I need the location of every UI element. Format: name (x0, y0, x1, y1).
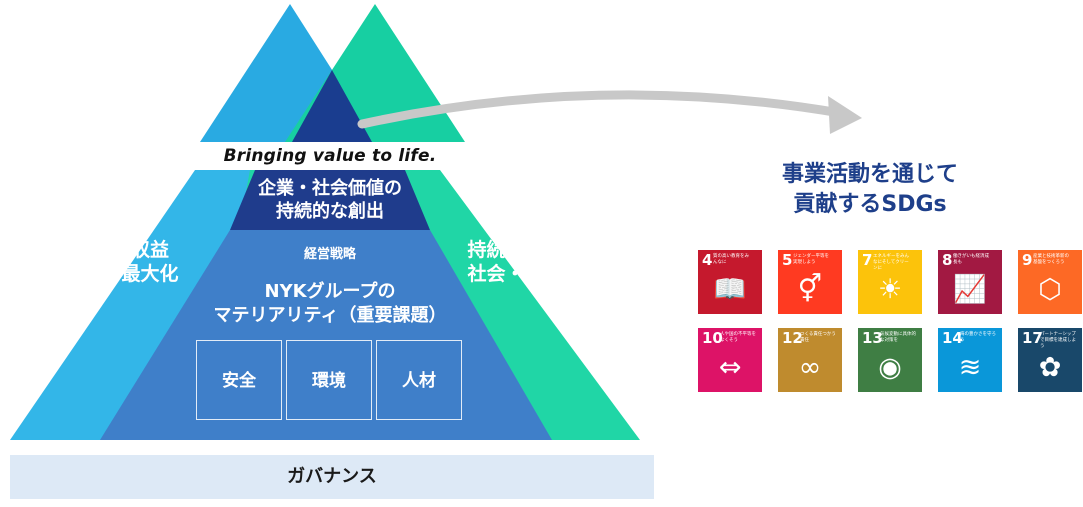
governance-label: ガバナンス (287, 466, 377, 487)
value-creation-line-2: 持続的な創出 (276, 201, 384, 222)
rings-icon: ✿ (1038, 352, 1062, 383)
infinity-icon: ∞ (798, 352, 822, 383)
book-pencil-icon: 📖 (713, 274, 747, 305)
revenue-label-line-2: 最大化 (121, 263, 179, 285)
sdg-title-line-1: 事業活動を通じて (781, 162, 958, 187)
center-block-dark (230, 170, 430, 230)
sdg-goal-label: 海の豊かさを守ろう (960, 332, 996, 343)
sdg-goal-label: パートナーシップで目標を達成しよう (1040, 332, 1076, 349)
equality-arrows-icon: ⇔ (718, 352, 742, 383)
sdg-goal-label: 産業と技術革新の基盤をつくろう (1033, 254, 1069, 265)
sdg-goal-number: 7 (862, 251, 873, 269)
sdg-goal-number: 9 (1022, 251, 1033, 269)
sdg-goal-label: 人や国の不平等をなくそう (720, 332, 756, 343)
sdg-goal-label: ジェンダー平等を実現しよう (793, 254, 829, 265)
fish-waves-icon: ≋ (958, 352, 982, 383)
sun-icon: ☀ (877, 274, 903, 305)
strategy-label: 経営戦略 (303, 247, 356, 262)
governance-bar (10, 455, 654, 499)
sdg-goal-number: 10 (702, 329, 723, 347)
sdg-goal-number: 17 (1022, 329, 1043, 347)
revenue-label-line-1: 収益 (130, 239, 169, 261)
materiality-line-2: マテリアリティ（重要課題） (213, 305, 447, 326)
sdg-goal-label: 働きがいも経済成長も (953, 254, 989, 265)
value-creation-line-1: 企業・社会価値の (258, 178, 402, 199)
arrow-head (828, 96, 862, 134)
arrow-to-sdgs (357, 90, 845, 129)
sdg-goal-number: 5 (782, 251, 793, 269)
sdg-goal-number: 12 (782, 329, 803, 347)
growth-chart-icon: 📈 (953, 274, 987, 305)
sdg-title-line-2: 貢献するSDGs (793, 192, 947, 217)
sdg-goal-number: 4 (702, 251, 713, 269)
gender-equality-icon: ⚥ (797, 274, 823, 305)
sdg-goal-label: 質の高い教育をみんなに (713, 254, 749, 265)
sdg-goal-number: 8 (942, 251, 953, 269)
top-overlap-dark (292, 70, 372, 142)
sdg-goal-label: エネルギーをみんなにそしてクリーンに (873, 254, 909, 271)
cubes-icon: ⬡ (1038, 274, 1062, 305)
sdg-goal-label: つくる責任つかう責任 (800, 332, 836, 343)
sdg-goal-label: 気候変動に具体的な対策を (880, 332, 916, 343)
sustainability-label-line-2: 社会・環境 (467, 263, 563, 285)
tagline: Bringing value to life. (223, 146, 437, 166)
sdg-goal-number: 14 (942, 329, 963, 347)
pillar-environment: 環境 (286, 340, 372, 420)
materiality-line-1: NYKグループの (264, 281, 396, 302)
pillar-people: 人材 (376, 340, 462, 420)
eye-earth-icon: ◉ (878, 352, 902, 383)
sdg-goal-number: 13 (862, 329, 883, 347)
sustainability-label-line-1: 持続可能な (467, 239, 563, 261)
pillar-safety: 安全 (196, 340, 282, 420)
center-block-mid (100, 230, 552, 440)
